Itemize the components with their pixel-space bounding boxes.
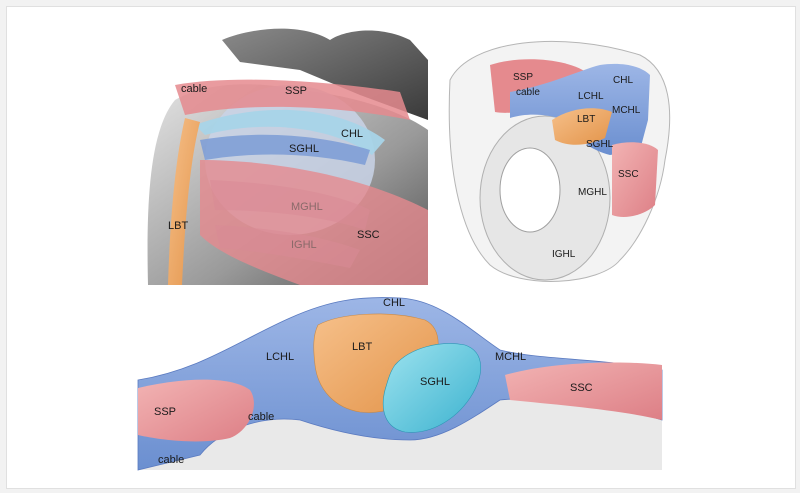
glenoid-fossa (499, 147, 561, 233)
label-tl-cable: cable (181, 83, 207, 95)
label-tr-mghl: MGHL (578, 187, 607, 198)
label-b-lchl: LCHL (266, 351, 294, 363)
label-tr-cable: cable (516, 87, 540, 98)
label-tr-ssc: SSC (618, 169, 639, 180)
label-tr-lchl: LCHL (578, 91, 604, 102)
label-tl-ighl: IGHL (291, 239, 317, 251)
ighl-region (215, 225, 360, 268)
label-tr-chl: CHL (613, 75, 633, 86)
label-b-sghl: SGHL (420, 376, 450, 388)
label-b-cable: cable (248, 411, 274, 423)
mghl-region (210, 180, 370, 230)
label-tr-mchl: MCHL (612, 105, 641, 116)
label-tl-chl: CHL (341, 128, 363, 140)
label-b-lbt: LBT (352, 341, 372, 353)
label-tl-ssc: SSC (357, 229, 380, 241)
tr-lbt (552, 108, 612, 145)
label-tr-ighl: IGHL (552, 249, 576, 260)
label-b-chl: CHL (383, 297, 405, 309)
tr-ssc (612, 142, 658, 217)
label-tr-sghl: SGHL (586, 139, 614, 150)
label-tl-mghl: MGHL (291, 201, 323, 213)
label-b-ssc: SSC (570, 382, 593, 394)
label-tl-lbt: LBT (168, 220, 188, 232)
label-tr-lbt: LBT (577, 114, 595, 125)
ssp-muscle (175, 79, 410, 120)
label-b-cable-2: cable (158, 454, 184, 466)
label-b-mchl: MCHL (495, 351, 526, 363)
panel-glenoid-lateral: SSP cable CHL LCHL MCHL LBT SGHL SSC MGH… (448, 40, 671, 282)
panel-rotator-interval-section: CHL LCHL LBT MCHL SGHL SSC SSP cable cab… (137, 297, 663, 471)
bottom-ssc (505, 362, 662, 420)
sghl-band (200, 134, 370, 165)
label-tl-sghl: SGHL (289, 143, 319, 155)
label-b-ssp: SSP (154, 406, 176, 418)
label-tr-ssp: SSP (513, 72, 533, 83)
bottom-ssp (138, 379, 254, 442)
panel-shoulder-anterior: cable SSP CHL SGHL LBT MGHL IGHL SSC (147, 28, 428, 285)
bottom-sghl (382, 343, 481, 433)
lbt-tendon (168, 118, 200, 285)
label-tl-ssp: SSP (285, 85, 307, 97)
chl-band (195, 109, 385, 155)
